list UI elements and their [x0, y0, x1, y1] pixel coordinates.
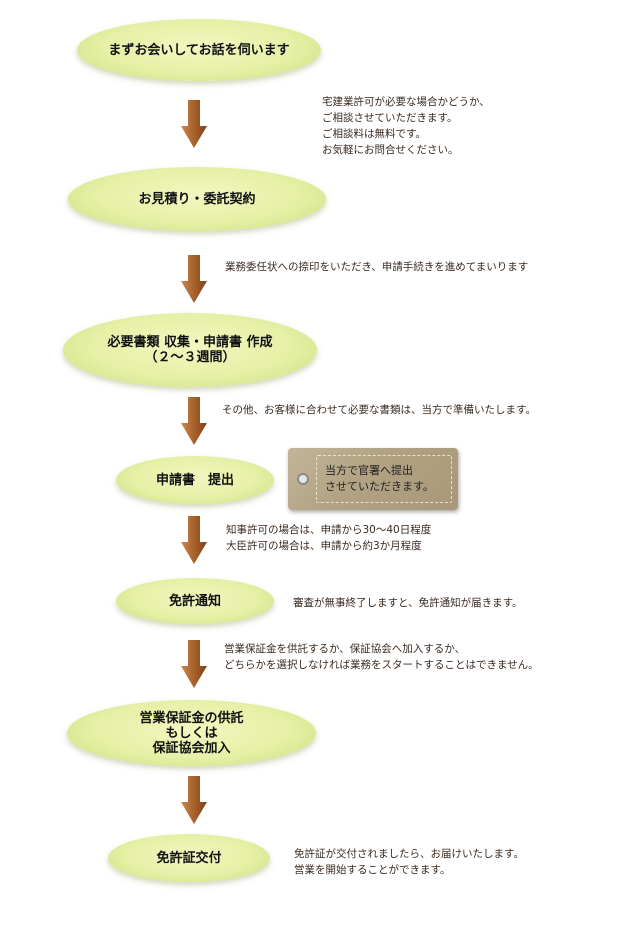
tag-text: 当方で官署へ提出 させていただきます。	[316, 455, 452, 503]
down-arrow-icon	[181, 776, 207, 824]
down-arrow-icon	[181, 640, 207, 688]
step-license-notice: 免許通知	[116, 578, 274, 624]
step-consultation: まずお会いしてお話を伺います	[77, 19, 321, 81]
step-license-certificate: 免許証交付	[108, 834, 270, 882]
tag-hole-icon	[297, 473, 309, 485]
note-consultation: 宅建業許可が必要な場合かどうか、 ご相談させていただきます。 ご相談料は無料です…	[322, 96, 490, 156]
down-arrow-icon	[181, 516, 207, 564]
down-arrow-icon	[181, 255, 207, 303]
note-documents: その他、お客様に合わせて必要な書類は、当方で準備いたします。	[222, 404, 536, 416]
note-license-notice: 審査が無事終了しますと、免許通知が届きます。	[293, 597, 523, 609]
down-arrow-icon	[181, 100, 207, 148]
step-guarantee-deposit: 営業保証金の供託 もしくは 保証協会加入	[67, 700, 316, 766]
note-certificate: 免許証が交付されましたら、お届けいたします。 営業を開始することができます。	[294, 848, 524, 876]
note-guarantee: 営業保証金を供託するか、保証協会へ加入するか、 どちらかを選択しなければ業務をス…	[224, 643, 539, 671]
step-estimate-contract: お見積り・委託契約	[68, 167, 326, 231]
down-arrow-icon	[181, 397, 207, 445]
step-documents-application: 必要書類 収集・申請書 作成 （２～３週間）	[63, 313, 317, 387]
submission-tag: 当方で官署へ提出 させていただきます。	[288, 448, 458, 510]
note-estimate: 業務委任状への捺印をいただき、申請手続きを進めてまいります	[225, 261, 529, 273]
step-application-submit: 申請書 提出	[116, 456, 274, 504]
note-processing-time: 知事許可の場合は、申請から30～40日程度 大臣許可の場合は、申請から約3か月程…	[226, 524, 432, 552]
